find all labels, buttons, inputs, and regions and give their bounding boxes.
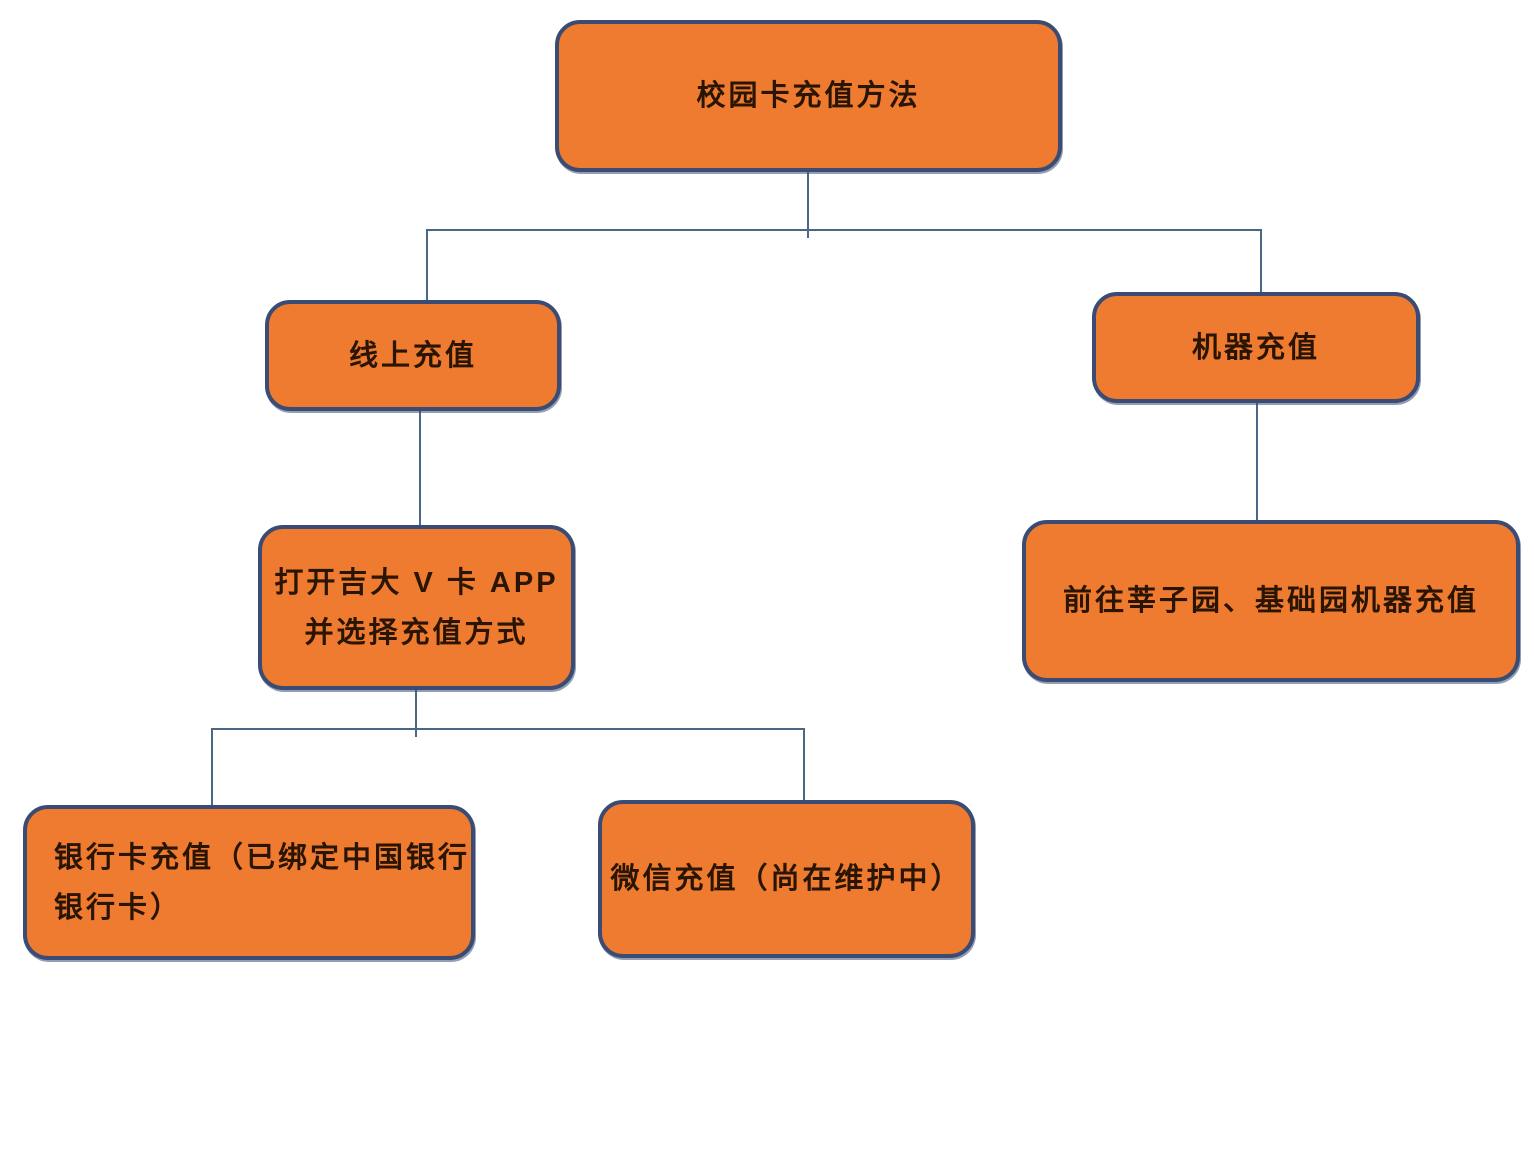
connector-app-wechat-drop [803,728,805,801]
connector-root-machine-drop [1260,229,1262,293]
connector-app-trunk [415,690,417,737]
connector-level2-rail [426,229,1262,231]
connector-root-online-drop [426,229,428,301]
connector-app-bank-drop [211,728,213,806]
node-online-recharge: 线上充值 [265,300,561,411]
node-wechat-recharge-label: 微信充值（尚在维护中） [610,863,963,895]
node-root: 校园卡充值方法 [555,20,1062,172]
node-online-recharge-label: 线上充值 [348,339,477,372]
node-root-label: 校园卡充值方法 [696,80,921,112]
connector-level4-rail [211,728,805,730]
connector-machine-location [1256,403,1258,521]
node-bank-card-recharge-label: 银行卡充值（已绑定中国银行 银行卡） [54,841,471,924]
node-open-app: 打开吉大 V 卡 APP 并选择充值方式 [258,525,575,690]
node-wechat-recharge: 微信充值（尚在维护中） [598,800,975,958]
node-bank-card-recharge: 银行卡充值（已绑定中国银行 银行卡） [23,805,475,960]
node-open-app-label: 打开吉大 V 卡 APP 并选择充值方式 [274,566,559,649]
node-machine-recharge-label: 机器充值 [1191,331,1320,364]
node-machine-location: 前往莘子园、基础园机器充值 [1022,520,1520,682]
connector-online-app [419,411,421,526]
node-machine-location-label: 前往莘子园、基础园机器充值 [1062,585,1479,617]
connector-root-trunk [807,172,809,238]
node-machine-recharge: 机器充值 [1092,292,1420,403]
